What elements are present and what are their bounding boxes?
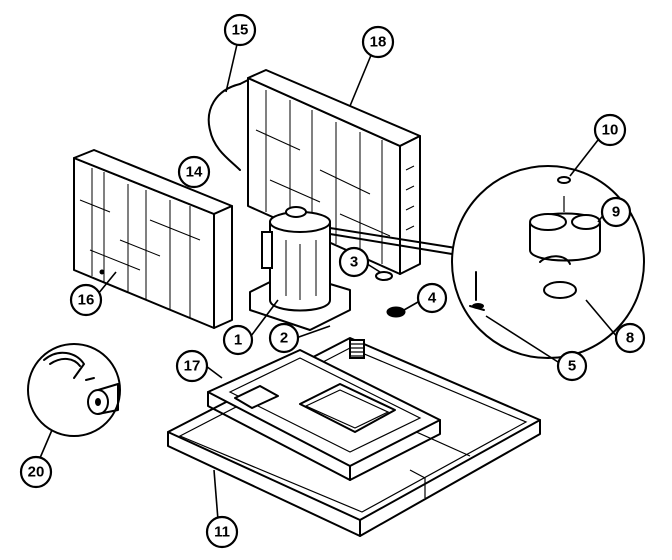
detail-circle-right [451,165,645,359]
callout-20: 20 [19,455,53,489]
detail-circle-left [27,343,121,437]
callout-15-text: 15 [232,22,249,39]
callout-5-text: 5 [568,358,576,375]
callout-3-text: 3 [350,254,358,271]
callout-2: 2 [268,322,300,354]
callout-11-text: 11 [214,524,230,541]
callout-9: 9 [600,196,632,228]
callout-14-text: 14 [186,164,203,181]
spring-part [349,339,365,359]
callout-18: 18 [361,25,395,59]
callout-11: 11 [205,515,239,549]
callout-8: 8 [614,322,646,354]
drain-tray [207,349,441,481]
callout-18-text: 18 [370,34,387,51]
callout-4-text: 4 [428,290,437,307]
leader-lines [39,39,619,521]
callout-16-text: 16 [78,292,95,309]
callout-1: 1 [222,324,254,356]
callout-14: 14 [177,155,211,189]
callout-2-text: 2 [280,330,288,347]
callout-9-text: 9 [612,204,620,221]
callout-1-text: 1 [234,332,242,349]
washer-part [386,306,406,318]
callout-5: 5 [556,350,588,382]
callout-10-text: 10 [602,122,619,139]
compressor [249,206,457,331]
left-coil [73,149,233,329]
grommet-part [375,271,393,281]
callout-16: 16 [69,283,103,317]
callout-17: 17 [175,349,209,383]
callout-15: 15 [223,13,257,47]
callout-17-text: 17 [184,358,201,375]
callout-10: 10 [593,113,627,147]
right-coil [247,69,421,275]
callout-4: 4 [416,282,448,314]
callout-20-text: 20 [28,464,45,481]
callout-3: 3 [338,246,370,278]
tube-loop [207,79,249,171]
callout-8-text: 8 [626,330,634,347]
small-screw-part [557,176,571,184]
